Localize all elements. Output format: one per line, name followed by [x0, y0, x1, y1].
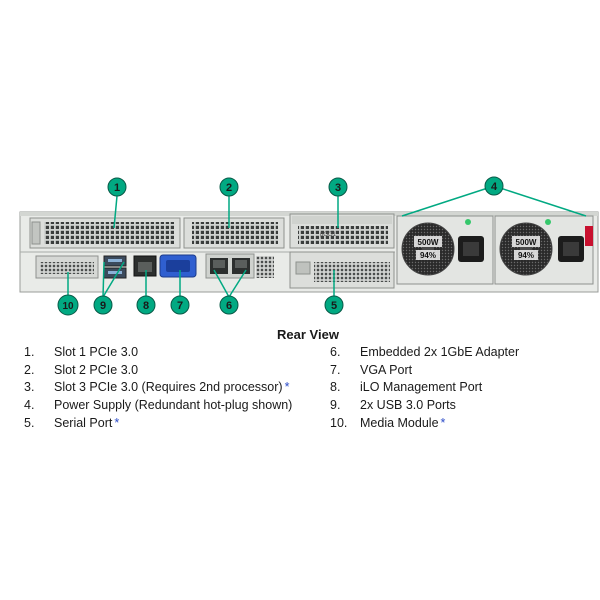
- legend-number: 10.: [330, 415, 348, 430]
- callout-leader-lines: [67, 185, 587, 298]
- psu-label-bg-2: [512, 236, 540, 247]
- psu-1-efficiency: 94%: [420, 251, 436, 260]
- legend-text: Embedded 2x 1GbE Adapter: [360, 345, 520, 359]
- legend-number: 6.: [330, 345, 341, 359]
- legend-text: iLO Management Port: [360, 380, 483, 395]
- legend-left-column: 1. Slot 1 PCIe 3.0 2. Slot 2 PCIe 3.0 3. Sl…: [24, 344, 294, 432]
- legend-item: 2. Slot 2 PCIe 3.0: [24, 362, 294, 380]
- legend-text: Serial Port: [54, 415, 113, 430]
- power-supply-2: [494, 215, 594, 285]
- legend-text: Slot 1 PCIe 3.0: [54, 345, 139, 359]
- legend-text: Slot 2 PCIe 3.0: [54, 362, 139, 377]
- footnote-star: *: [114, 415, 120, 430]
- legend-right-column: 6. Embedded 2x 1GbE Adapter 7. VGA Port 8.…: [330, 344, 521, 432]
- legend-number: 5.: [24, 415, 35, 430]
- legend-item: 10. Media Module*: [330, 415, 521, 433]
- legend-number: 3.: [24, 380, 35, 395]
- psu-2-wattage: 500W: [516, 238, 537, 247]
- psu-label-bg-1b: [416, 250, 440, 260]
- legend-item: 3. Slot 3 PCIe 3.0 (Requires 2nd processo…: [24, 379, 294, 397]
- psu-2-efficiency: 94%: [518, 251, 534, 260]
- legend-number: 9.: [330, 398, 341, 413]
- callout-7: 7: [170, 295, 190, 315]
- legend-item: 1. Slot 1 PCIe 3.0: [24, 344, 294, 362]
- view-title: Rear View: [277, 327, 339, 342]
- callout-3-number: 3: [335, 182, 341, 194]
- callout-7-number: 7: [177, 300, 183, 312]
- pcie-slot-1: [29, 217, 181, 249]
- callout-8-number: 8: [143, 300, 149, 312]
- legend-item: 6. Embedded 2x 1GbE Adapter: [330, 344, 521, 362]
- callout-4: 4: [484, 176, 504, 196]
- legend-number: 7.: [330, 362, 341, 377]
- legend-number: 1.: [24, 345, 35, 359]
- legend-item: 7. VGA Port: [330, 362, 521, 380]
- legend-number: 8.: [330, 380, 341, 395]
- callout-1-number: 1: [114, 182, 120, 194]
- faceplate-label: pOO1: [320, 232, 337, 238]
- legend-item: 4. Power Supply (Redundant hot-plug shown…: [24, 397, 294, 415]
- legend-number: 4.: [24, 398, 35, 413]
- pcie-slot-3: [289, 213, 395, 249]
- callout-10: 10: [57, 294, 79, 316]
- legend-text: Slot 3 PCIe 3.0 (Requires 2nd processor): [54, 380, 283, 395]
- pcie-slot-2: [183, 217, 285, 249]
- legend-text: 2x USB 3.0 Ports: [360, 398, 456, 413]
- rear-io-panel: [35, 251, 395, 289]
- callout-3: 3: [328, 177, 348, 197]
- legend-text: Power Supply (Redundant hot-plug shown): [54, 398, 293, 413]
- callout-2: 2: [219, 177, 239, 197]
- callout-9-number: 9: [100, 300, 106, 312]
- legend-item: 9. 2x USB 3.0 Ports: [330, 397, 521, 415]
- callout-9: 9: [93, 295, 113, 315]
- callout-8: 8: [136, 295, 156, 315]
- psu-1-wattage: 500W: [418, 238, 439, 247]
- legend-number: 2.: [24, 362, 35, 377]
- psu-label-bg-2b: [514, 250, 538, 260]
- psu-label-bg-1: [414, 236, 442, 247]
- legend-item: 8. iLO Management Port: [330, 379, 521, 397]
- callout-2-number: 2: [226, 182, 232, 194]
- callout-5-number: 5: [331, 300, 337, 312]
- callout-6: 6: [219, 295, 239, 315]
- callout-10-number: 10: [62, 301, 74, 312]
- footnote-star: *: [440, 415, 446, 430]
- callout-5: 5: [324, 295, 344, 315]
- legend-item: 5. Serial Port*: [24, 415, 294, 433]
- legend-text: VGA Port: [360, 362, 413, 377]
- callout-6-number: 6: [226, 300, 232, 312]
- callout-1: 1: [107, 177, 127, 197]
- footnote-star: *: [284, 380, 290, 395]
- callout-4-number: 4: [491, 181, 498, 193]
- power-supply-1: [396, 215, 494, 285]
- legend-text: Media Module: [360, 415, 439, 430]
